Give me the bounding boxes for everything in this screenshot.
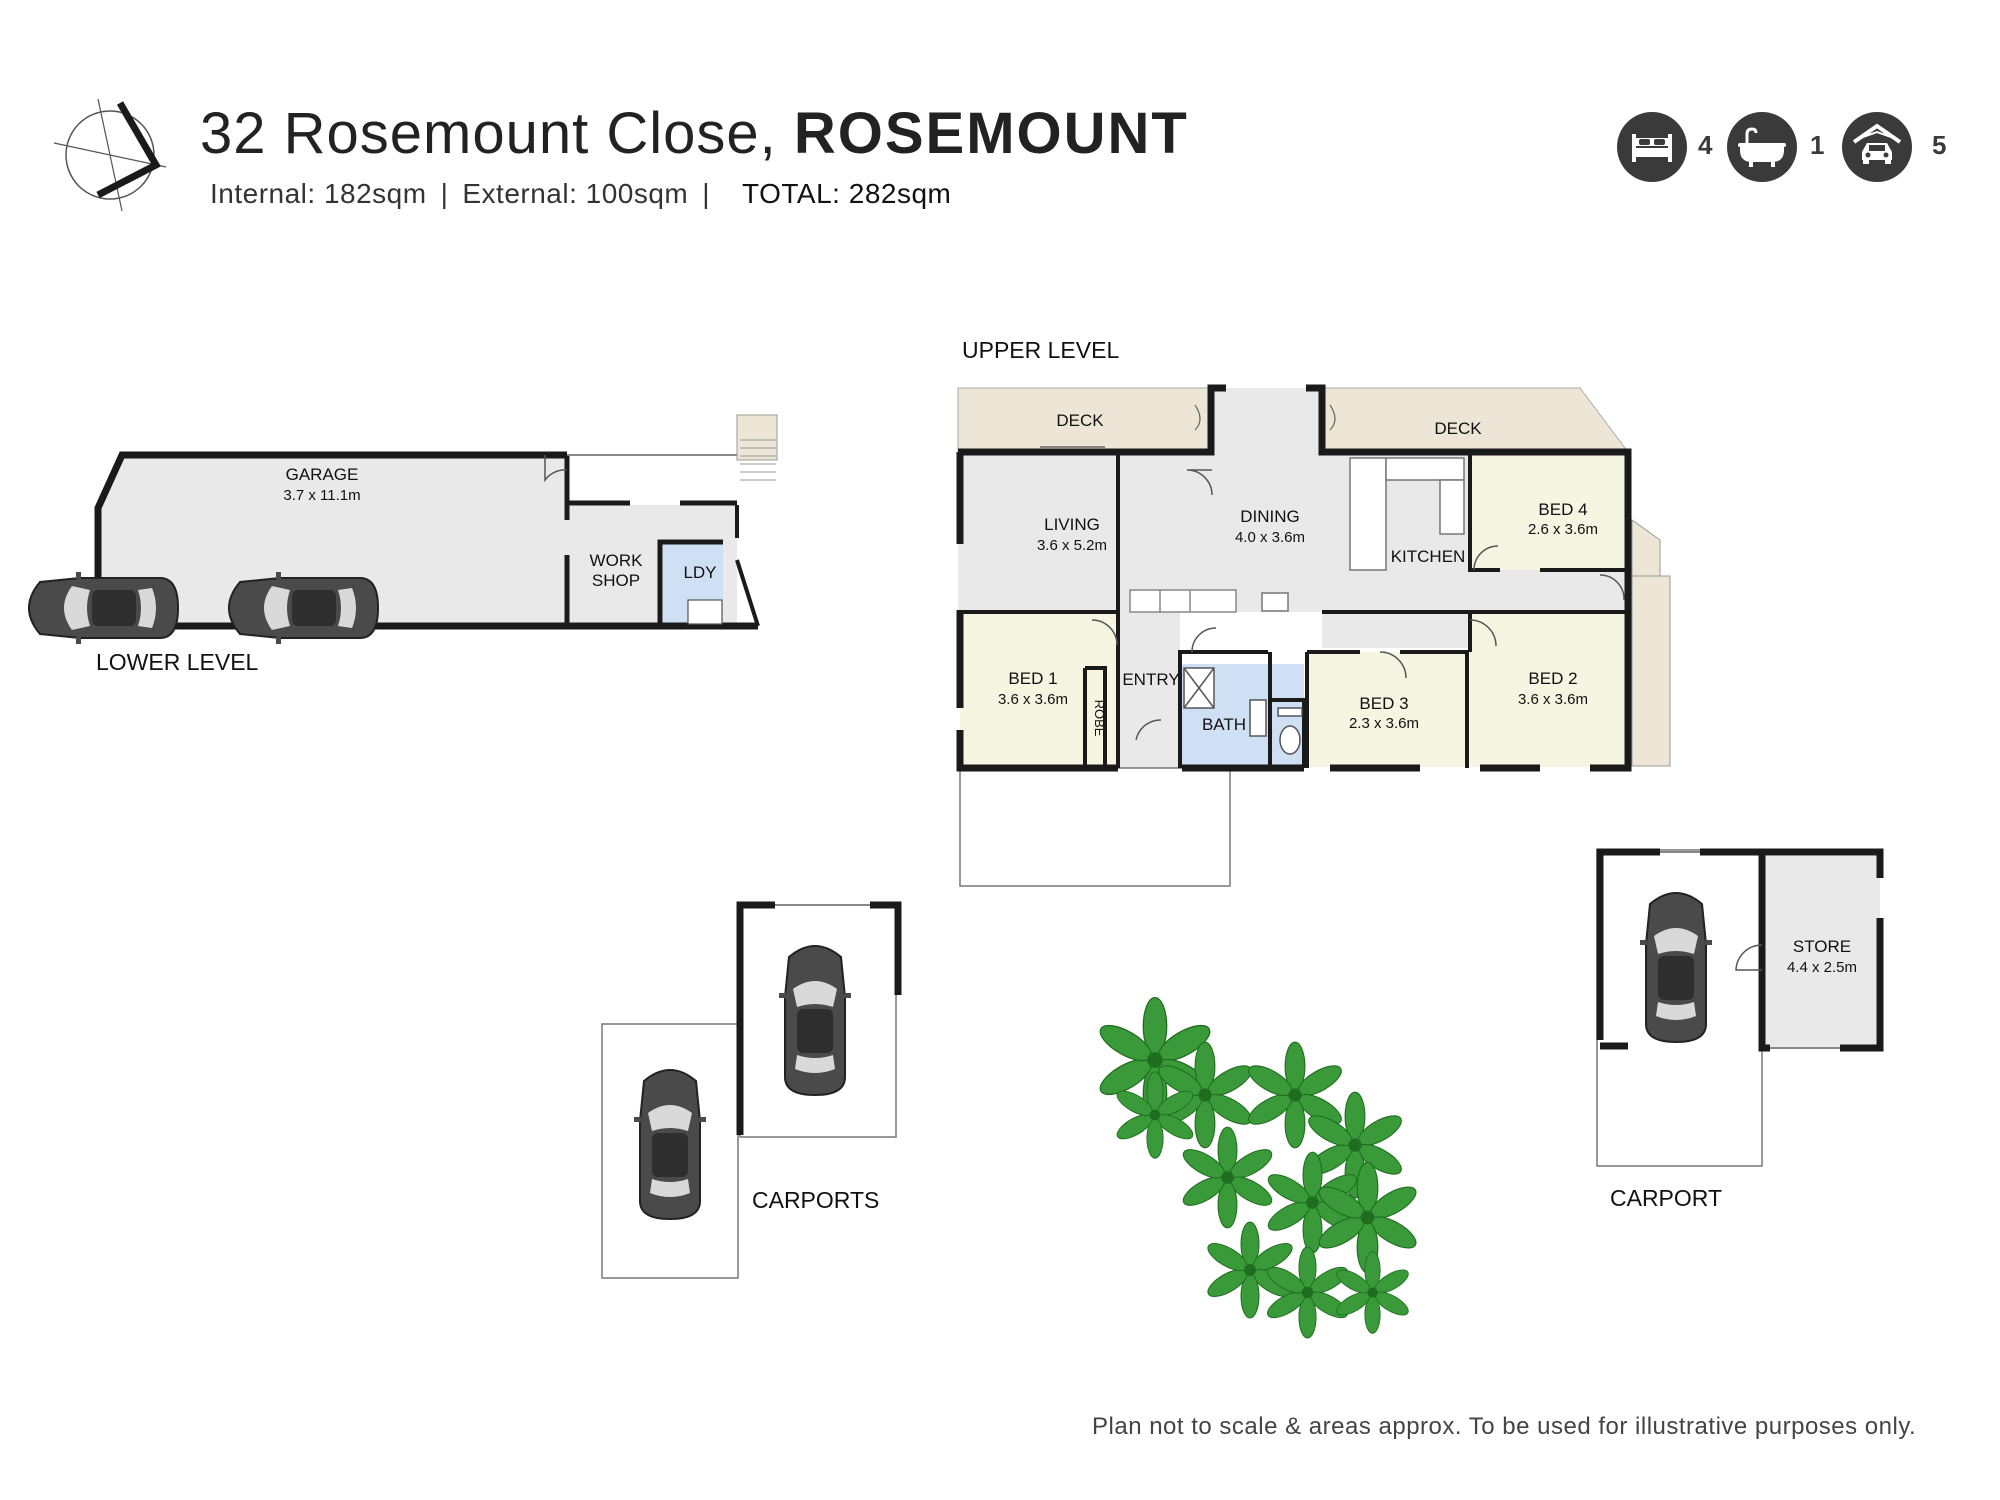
bed1-label: BED 1 xyxy=(1008,669,1057,688)
upper-level: DECK DECK LIVING 3.6 x 5.2m DINING 4.0 x… xyxy=(956,384,1671,887)
living-size: 3.6 x 5.2m xyxy=(1037,537,1107,554)
bed2-label: BED 2 xyxy=(1528,669,1577,688)
carport-store: STORE 4.4 x 2.5m xyxy=(1596,848,1884,1167)
area-summary: Internal: 182sqm | External: 100sqm | TOTAL:… xyxy=(210,178,951,210)
bed3-label: BED 3 xyxy=(1359,694,1408,713)
laundry-label: LDY xyxy=(683,563,716,582)
deck-right-label: DECK xyxy=(1434,419,1482,438)
page-title: 32 Rosemount Close, ROSEMOUNT xyxy=(200,100,1189,167)
deck-left-label: DECK xyxy=(1056,411,1104,430)
dining-label: DINING xyxy=(1240,507,1300,526)
lower-level-label: LOWER LEVEL xyxy=(96,649,259,675)
bathtub-icon xyxy=(1738,127,1786,167)
separator: | xyxy=(440,178,449,209)
suburb-text: ROSEMOUNT xyxy=(793,101,1189,166)
internal-area: Internal: 182sqm xyxy=(210,178,427,209)
bathrooms-count: 1 xyxy=(1810,130,1825,160)
bed4-label: BED 4 xyxy=(1538,500,1587,519)
bedrooms-count: 4 xyxy=(1698,130,1713,160)
workshop-label: WORK xyxy=(590,551,644,570)
garage-label: GARAGE xyxy=(286,465,359,484)
parking-count: 5 xyxy=(1932,130,1947,160)
living-label: LIVING xyxy=(1044,515,1100,534)
bed3-size: 2.3 x 3.6m xyxy=(1349,715,1419,732)
disclaimer-text: Plan not to scale & areas approx. To be … xyxy=(1092,1413,1917,1440)
bed-icon xyxy=(1632,134,1672,162)
address-text: 32 Rosemount Close, xyxy=(200,101,794,166)
bed4-size: 2.6 x 3.6m xyxy=(1528,521,1598,538)
total-area: TOTAL: 282sqm xyxy=(742,178,952,209)
carport-label: CARPORT xyxy=(1610,1185,1722,1211)
external-area: External: 100sqm xyxy=(462,178,689,209)
bedrooms-badge xyxy=(1617,112,1687,182)
bed1-size: 3.6 x 3.6m xyxy=(998,691,1068,708)
garage-car-icon xyxy=(1852,123,1902,164)
upper-level-label: UPPER LEVEL xyxy=(962,337,1119,363)
parking-badge xyxy=(1842,112,1912,182)
workshop-label: SHOP xyxy=(592,571,640,590)
lower-level: GARAGE 3.7 x 11.1m WORK SHOP LDY xyxy=(28,414,778,645)
separator: | xyxy=(702,178,711,209)
entry-label: ENTRY xyxy=(1122,670,1179,689)
carports xyxy=(601,901,902,1279)
carports-label: CARPORTS xyxy=(752,1187,879,1213)
bath-label: BATH xyxy=(1202,715,1246,734)
bed2-size: 3.6 x 3.6m xyxy=(1518,691,1588,708)
dining-size: 4.0 x 3.6m xyxy=(1235,529,1305,546)
store-size: 4.4 x 2.5m xyxy=(1787,959,1857,976)
store-label: STORE xyxy=(1793,937,1851,956)
compass-logo xyxy=(53,98,167,212)
kitchen-label: KITCHEN xyxy=(1391,547,1466,566)
bathrooms-badge xyxy=(1727,112,1797,182)
tree-foliage xyxy=(1094,996,1422,1339)
garage-size: 3.7 x 11.1m xyxy=(283,487,360,504)
robe-label: ROBE xyxy=(1092,700,1107,737)
